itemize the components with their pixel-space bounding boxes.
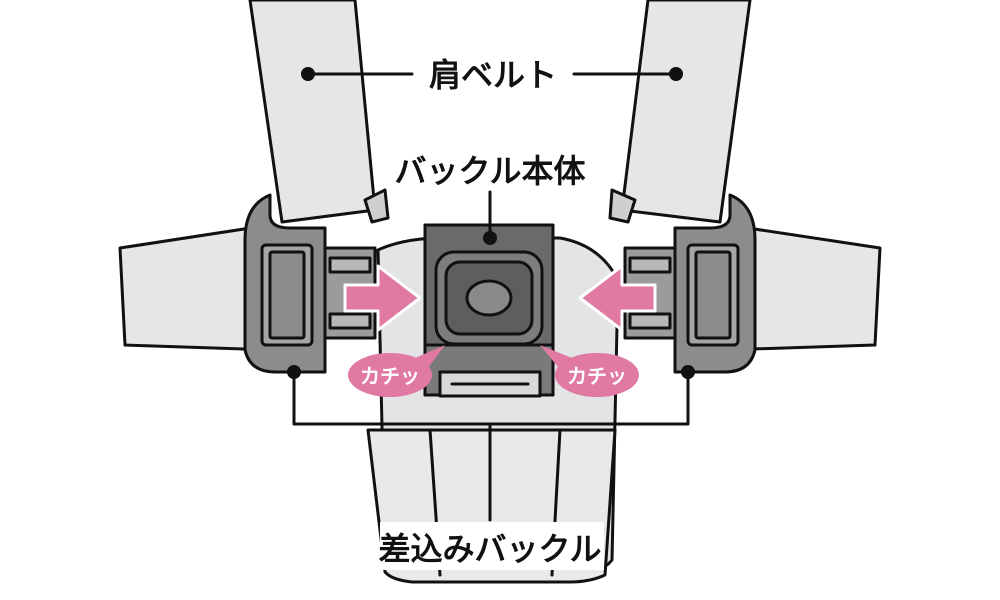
shoulder-belt-label: 肩ベルト (429, 56, 557, 94)
buckle-body-label: バックル本体 (394, 152, 585, 190)
click-label-left: カチッ (360, 364, 420, 388)
shoulder-belt-right (608, 0, 752, 224)
shoulder-belt-left (248, 0, 390, 224)
leader-dot (483, 231, 497, 245)
buckle-body (423, 223, 555, 398)
arrow-right-icon (343, 264, 422, 332)
arrow-left-icon (578, 264, 657, 332)
insert-buckle-label: 差込みバックル (378, 530, 601, 568)
click-bubble-right: カチッ (540, 345, 639, 397)
insert-buckle-callout: 差込みバックル (287, 365, 695, 570)
shoulder-belt-callout: 肩ベルト (301, 56, 683, 94)
buckle-body-callout: バックル本体 (394, 152, 586, 245)
click-label-right: カチッ (567, 364, 627, 388)
click-bubble-left: カチッ (348, 345, 445, 397)
